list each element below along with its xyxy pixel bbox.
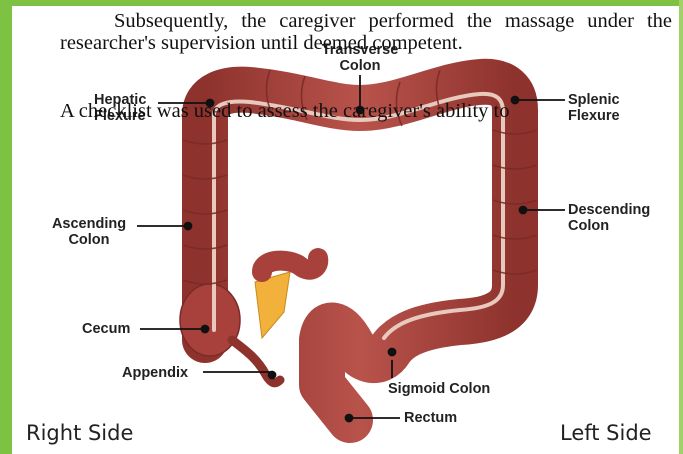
colon-body <box>205 82 515 420</box>
label-text: Descending <box>568 202 650 218</box>
paragraph-text: Subsequently, the caregiver performed th… <box>60 10 672 54</box>
label-descending-colon: Descending Colon <box>568 202 650 234</box>
ileum <box>262 258 318 272</box>
label-text: Colon <box>568 218 650 234</box>
label-left-side: Left Side <box>560 421 652 445</box>
label-cecum: Cecum <box>82 321 130 337</box>
label-text: Colon <box>42 232 136 248</box>
label-sigmoid-colon: Sigmoid Colon <box>388 381 490 397</box>
paragraph-line-2: A checklist was used to assess the careg… <box>60 100 509 122</box>
mesentery-fat <box>255 272 290 338</box>
cecum <box>180 284 240 356</box>
label-ascending-colon: Ascending Colon <box>42 216 136 248</box>
paragraph-line-1: Subsequently, the caregiver performed th… <box>60 10 672 54</box>
label-right-side: Right Side <box>26 421 133 445</box>
label-text: Colon <box>312 58 408 74</box>
label-text: Ascending <box>42 216 136 232</box>
label-rectum: Rectum <box>404 410 457 426</box>
paragraph-text-2: A checklist was used to assess the careg… <box>60 100 672 122</box>
label-appendix: Appendix <box>122 365 188 381</box>
